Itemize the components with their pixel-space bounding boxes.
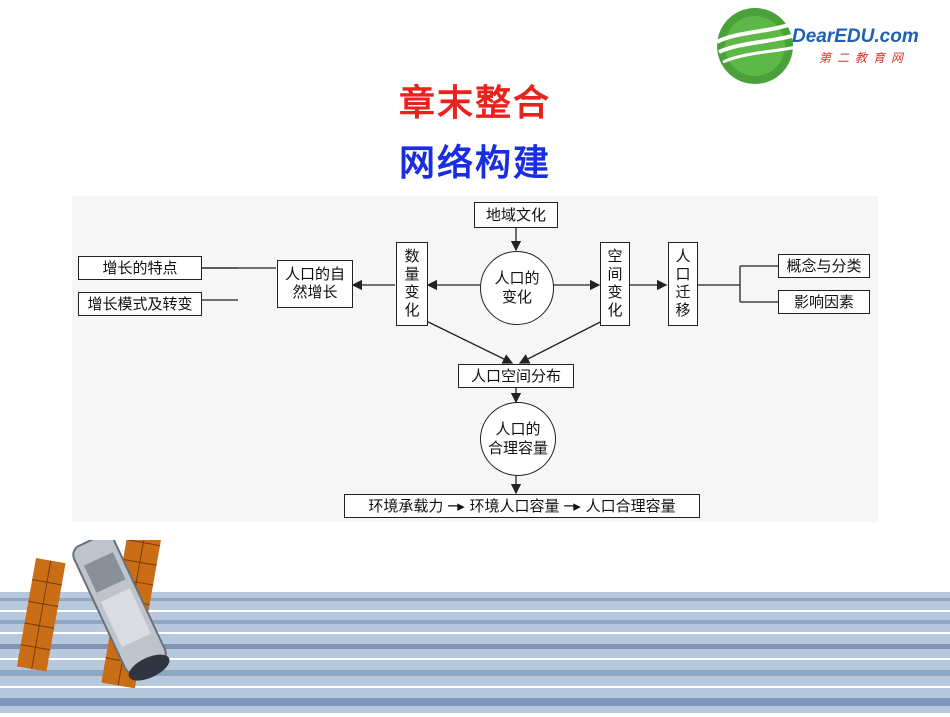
migration-char: 人 <box>675 247 691 265</box>
quantity-change-char: 量 <box>404 265 420 283</box>
natural-growth-line1: 人口的自 <box>284 265 345 283</box>
decorative-banner <box>0 520 950 713</box>
growth-features-box: 增长的特点 <box>78 256 202 280</box>
logo-globe-icon <box>716 8 802 84</box>
population-change-line1: 人口的 <box>494 268 540 287</box>
satellite-banner-graphic <box>0 520 950 713</box>
spatial-change-box: 空 间 变 化 <box>600 242 630 326</box>
spatial-change-char: 间 <box>607 265 623 283</box>
satellite-icon <box>16 520 170 689</box>
spatial-distribution-box: 人口空间分布 <box>458 364 574 388</box>
dearedu-logo: DearEDU.com 第二教育网 <box>715 2 950 90</box>
migration-char: 移 <box>675 301 691 319</box>
quantity-change-char: 变 <box>404 283 420 301</box>
natural-growth-line2: 然增长 <box>292 283 338 301</box>
population-change-line2: 变化 <box>501 288 532 306</box>
capacity-line2: 合理容量 <box>487 439 548 457</box>
capacity-chain-box: 环境承载力 ─▸ 环境人口容量 ─▸ 人口合理容量 <box>344 494 700 518</box>
spatial-change-char: 空 <box>607 247 623 265</box>
page-title: 章末整合 <box>398 82 551 124</box>
population-change-circle: 人口的 变化 <box>480 251 554 325</box>
concept-map: 地域文化 人口的 变化 数 量 变 化 空 间 变 化 人 口 迁 移 人口的自… <box>72 196 878 522</box>
growth-model-box: 增长模式及转变 <box>78 292 202 316</box>
migration-char: 口 <box>675 265 691 283</box>
regional-culture-box: 地域文化 <box>474 202 558 228</box>
spatial-change-char: 变 <box>607 283 623 301</box>
logo-subtitle: 第二教育网 <box>819 51 910 65</box>
connector-lines <box>202 228 778 495</box>
quantity-change-char: 化 <box>404 301 420 319</box>
reasonable-capacity-circle: 人口的 合理容量 <box>480 402 556 476</box>
arrow-quantity-to-distribution <box>415 315 514 364</box>
migration-char: 迁 <box>675 283 691 301</box>
quantity-change-char: 数 <box>404 247 420 265</box>
migration-factors-box: 影响因素 <box>778 290 870 314</box>
migration-concept-box: 概念与分类 <box>778 254 870 278</box>
quantity-change-box: 数 量 变 化 <box>396 242 428 326</box>
page-subtitle: 网络构建 <box>398 142 551 184</box>
migration-box: 人 口 迁 移 <box>668 242 698 326</box>
capacity-line1: 人口的 <box>495 419 541 438</box>
natural-growth-box: 人口的自 然增长 <box>277 260 353 308</box>
arrow-space-to-distribution <box>518 315 613 364</box>
spatial-change-char: 化 <box>607 301 623 319</box>
logo-brand: DearEDU.com <box>792 26 919 47</box>
